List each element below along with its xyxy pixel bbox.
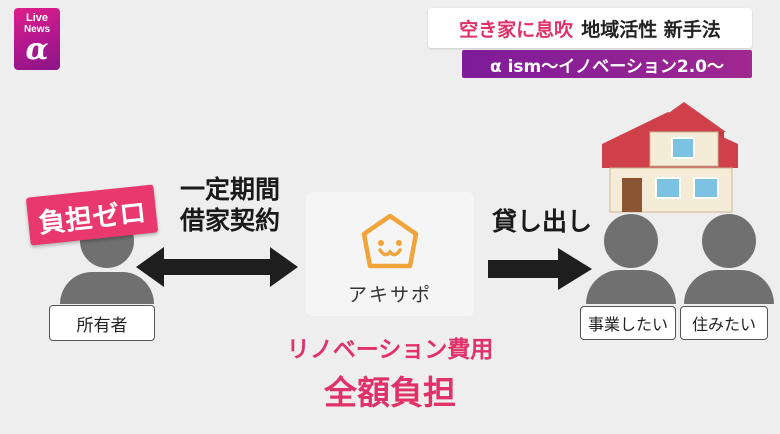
user-label-business: 事業したい [580,306,676,340]
user-label-residence: 住みたい [680,306,768,340]
topic-caption: 空き家に息吹 地域活性 新手法 [428,8,752,48]
house-icon [602,102,738,213]
contract-line1: 一定期間 [179,175,280,204]
contract-line2: 借家契約 [179,206,280,235]
double-arrow-icon [136,247,298,287]
topic-subtitle: 地域活性 新手法 [581,18,721,41]
akisapo-name: アキサポ [347,284,432,306]
topic-highlight: 空き家に息吹 [459,18,574,41]
user-silhouette-residence [684,214,774,304]
akisapo-house-face-icon [361,213,419,269]
live-news-alpha-logo: Live News α [14,8,60,70]
user-silhouette-business [586,214,676,304]
renovation-cost-text: リノベーション費用 [286,337,494,363]
logo-alpha: α [25,32,49,67]
full-cost-text: 全額負担 [324,373,456,412]
lend-text: 貸し出し [491,207,592,236]
series-caption: α ism〜イノベーション2.0〜 [462,50,752,78]
right-arrow-icon [488,248,592,290]
logo-text-news: News [23,24,51,35]
owner-label: 所有者 [49,305,155,341]
logo-text-live: Live [25,12,48,24]
contract-text: 一定期間 借家契約 [168,174,292,236]
